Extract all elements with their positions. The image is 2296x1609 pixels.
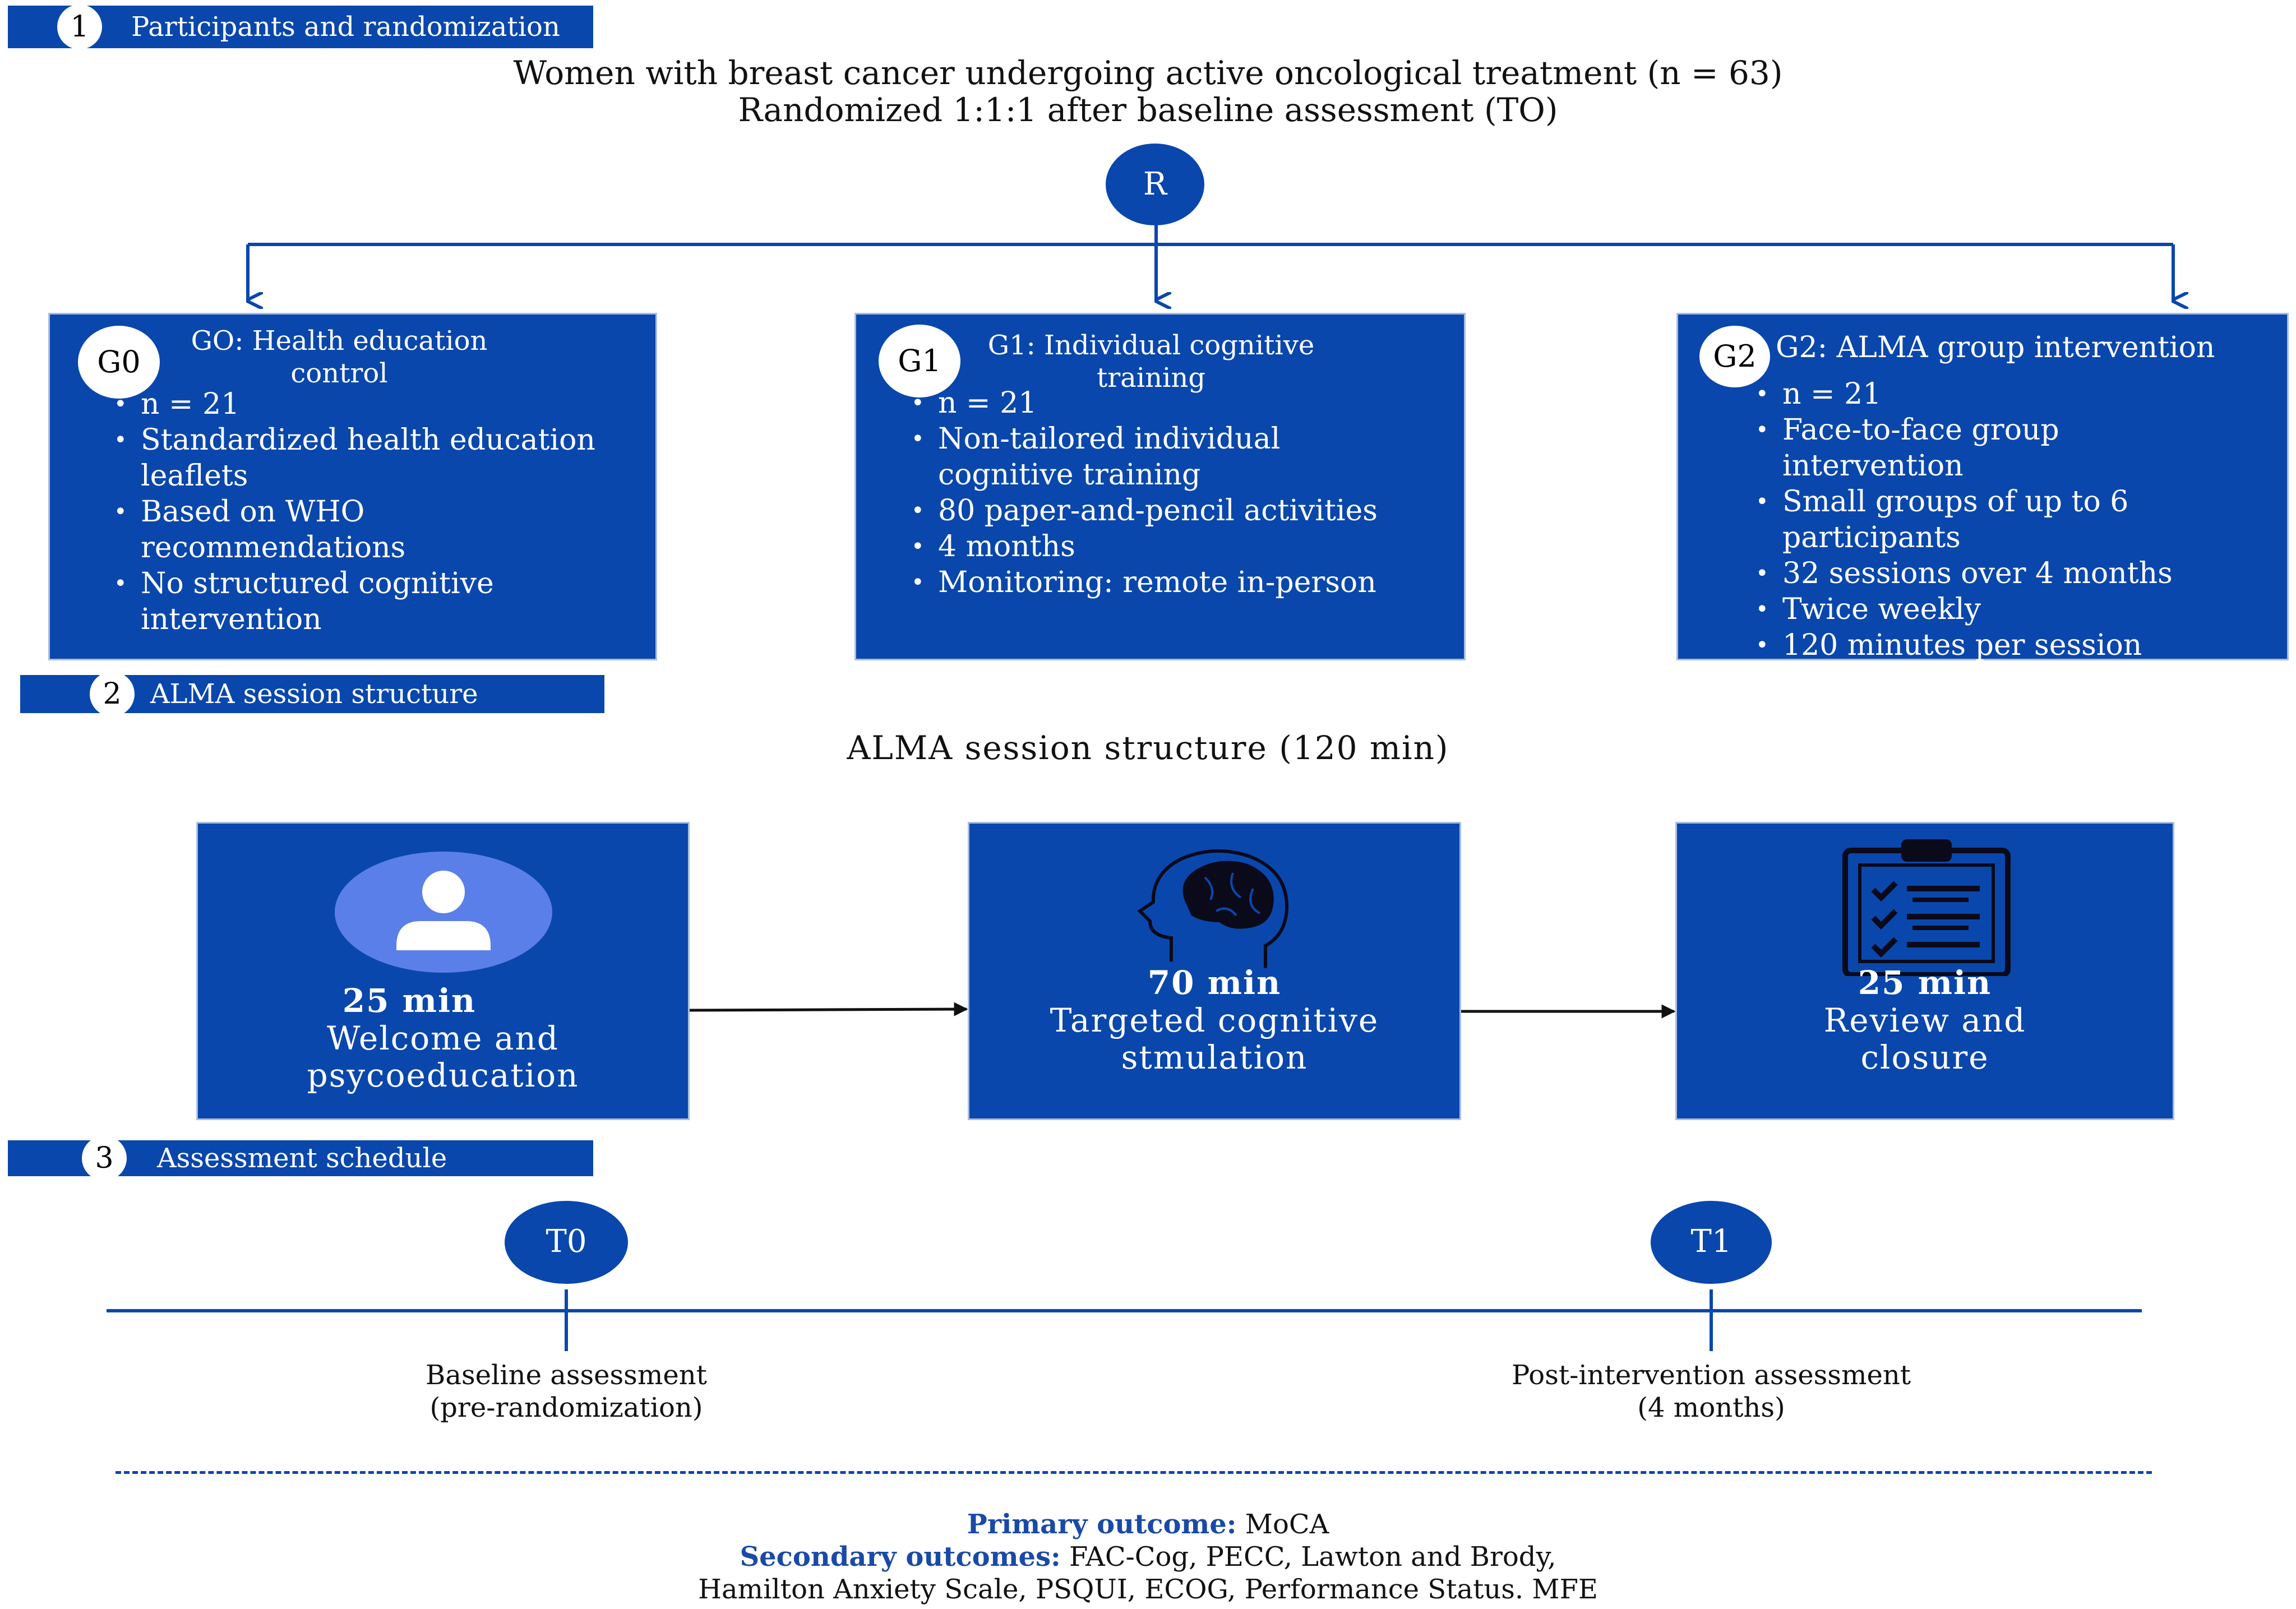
- group-g2-box: G2 G2: ALMA group intervention n = 21 Fa…: [1676, 313, 2289, 663]
- secondary-outcomes-label: Secondary outcomes:: [740, 1541, 1061, 1573]
- timepoint-t0-node: T0: [505, 1201, 628, 1284]
- list-item: Twice weekly: [1751, 591, 2284, 627]
- section-number: 3: [82, 1136, 127, 1181]
- list-item: 4 months: [907, 529, 1456, 565]
- primary-outcome: Primary outcome: MoCA: [0, 1508, 2296, 1541]
- group-bullet-list: n = 21 Face-to-face group intervention S…: [1751, 376, 2284, 663]
- list-item: n = 21: [1751, 376, 2284, 412]
- section-header-assessment: 3 Assessment schedule: [8, 1136, 593, 1181]
- assessment-timeline: [107, 1289, 2142, 1351]
- section-header-session-structure: 2 ALMA session structure: [20, 672, 604, 716]
- clipboard-checklist-icon: [1840, 836, 2013, 978]
- session-flow-arrows: [688, 1002, 1676, 1019]
- step-label: Review and closure: [1823, 1001, 2026, 1076]
- secondary-outcomes: Secondary outcomes: FAC-Cog, PECC, Lawto…: [0, 1541, 2296, 1573]
- group-title: GO: Health education control: [191, 325, 488, 389]
- randomization-text: Randomized 1:1:1 after baseline assessme…: [738, 91, 1558, 129]
- timepoint-label-line: Post-intervention assessment: [1511, 1360, 1911, 1391]
- step-label: Targeted cognitive stmulation: [1050, 1001, 1379, 1076]
- group-title: G1: Individual cognitive training: [987, 330, 1315, 394]
- section-label: Participants and randomization: [131, 11, 560, 43]
- session-structure-title: ALMA session structure (120 min): [847, 729, 1449, 767]
- step-duration: 25 min: [342, 982, 477, 1020]
- list-item: 120 minutes per session: [1751, 627, 2284, 663]
- group-title: G2: ALMA group intervention: [1776, 331, 2215, 364]
- secondary-outcomes-continued: Hamilton Anxiety Scale, PSQUI, ECOG, Per…: [698, 1574, 1598, 1605]
- step-duration: 25 min: [1858, 964, 1992, 1002]
- list-item: Based on WHO recommendations: [109, 494, 455, 566]
- section-label: Assessment schedule: [157, 1143, 447, 1174]
- section-header-participants: 1 Participants and randomization: [8, 4, 593, 49]
- list-item: n = 21: [109, 386, 648, 422]
- population-text: Women with breast cancer undergoing acti…: [513, 54, 1783, 92]
- timepoint-label-line: (4 months): [1637, 1392, 1785, 1423]
- secondary-outcomes-value: FAC-Cog, PECC, Lawton and Brody,: [1060, 1541, 1556, 1573]
- timepoint-t1-node: T1: [1651, 1201, 1772, 1284]
- section-label: ALMA session structure: [150, 678, 478, 710]
- session-step-welcome: 25 min Welcome and psycoeducation: [196, 822, 690, 1120]
- dashed-divider: [116, 1471, 2152, 1474]
- group-g0-box: G0 GO: Health education control n = 21 S…: [48, 313, 657, 660]
- primary-outcome-label: Primary outcome:: [967, 1509, 1237, 1540]
- list-item: n = 21: [907, 385, 1456, 421]
- group-g1-box: G1 G1: Individual cognitive training n =…: [854, 313, 1466, 660]
- timepoint-t0-label: Baseline assessment (pre-randomization): [286, 1359, 847, 1424]
- section-number: 1: [57, 4, 102, 49]
- list-item: Monitoring: remote in-person: [907, 565, 1456, 600]
- timepoint-t1-label: Post-intervention assessment (4 months): [1431, 1359, 1992, 1424]
- timepoint-label-line: Baseline assessment: [426, 1360, 707, 1391]
- step-duration: 70 min: [1147, 964, 1282, 1002]
- list-item: Small groups of up to 6 participants: [1751, 484, 2209, 556]
- list-item: No structured cognitive intervention: [109, 566, 589, 637]
- brain-icon: [1121, 844, 1311, 973]
- randomization-node: R: [1106, 144, 1204, 225]
- group-bullet-list: n = 21 Standardized health education lea…: [109, 386, 648, 637]
- step-label: Welcome and psycoeducation: [307, 1019, 579, 1094]
- group-bullet-list: n = 21 Non-tailored individual cognitive…: [907, 385, 1456, 600]
- primary-outcome-value: MoCA: [1236, 1509, 1329, 1540]
- section-number: 2: [90, 672, 135, 716]
- outcomes-block: Primary outcome: MoCA Secondary outcomes…: [0, 1508, 2296, 1606]
- session-step-review: 25 min Review and closure: [1675, 822, 2174, 1120]
- session-step-cognitive: 70 min Targeted cognitive stmulation: [968, 822, 1461, 1120]
- randomization-connectors: [246, 224, 2296, 348]
- list-item: Face-to-face group intervention: [1751, 412, 2130, 484]
- list-item: 80 paper-and-pencil activities: [907, 493, 1456, 529]
- list-item: Non-tailored individual cognitive traini…: [907, 421, 1364, 493]
- person-icon: [335, 852, 552, 973]
- list-item: 32 sessions over 4 months: [1751, 556, 2284, 591]
- list-item: Standardized health education leaflets: [109, 422, 648, 494]
- timepoint-label-line: (pre-randomization): [429, 1392, 703, 1423]
